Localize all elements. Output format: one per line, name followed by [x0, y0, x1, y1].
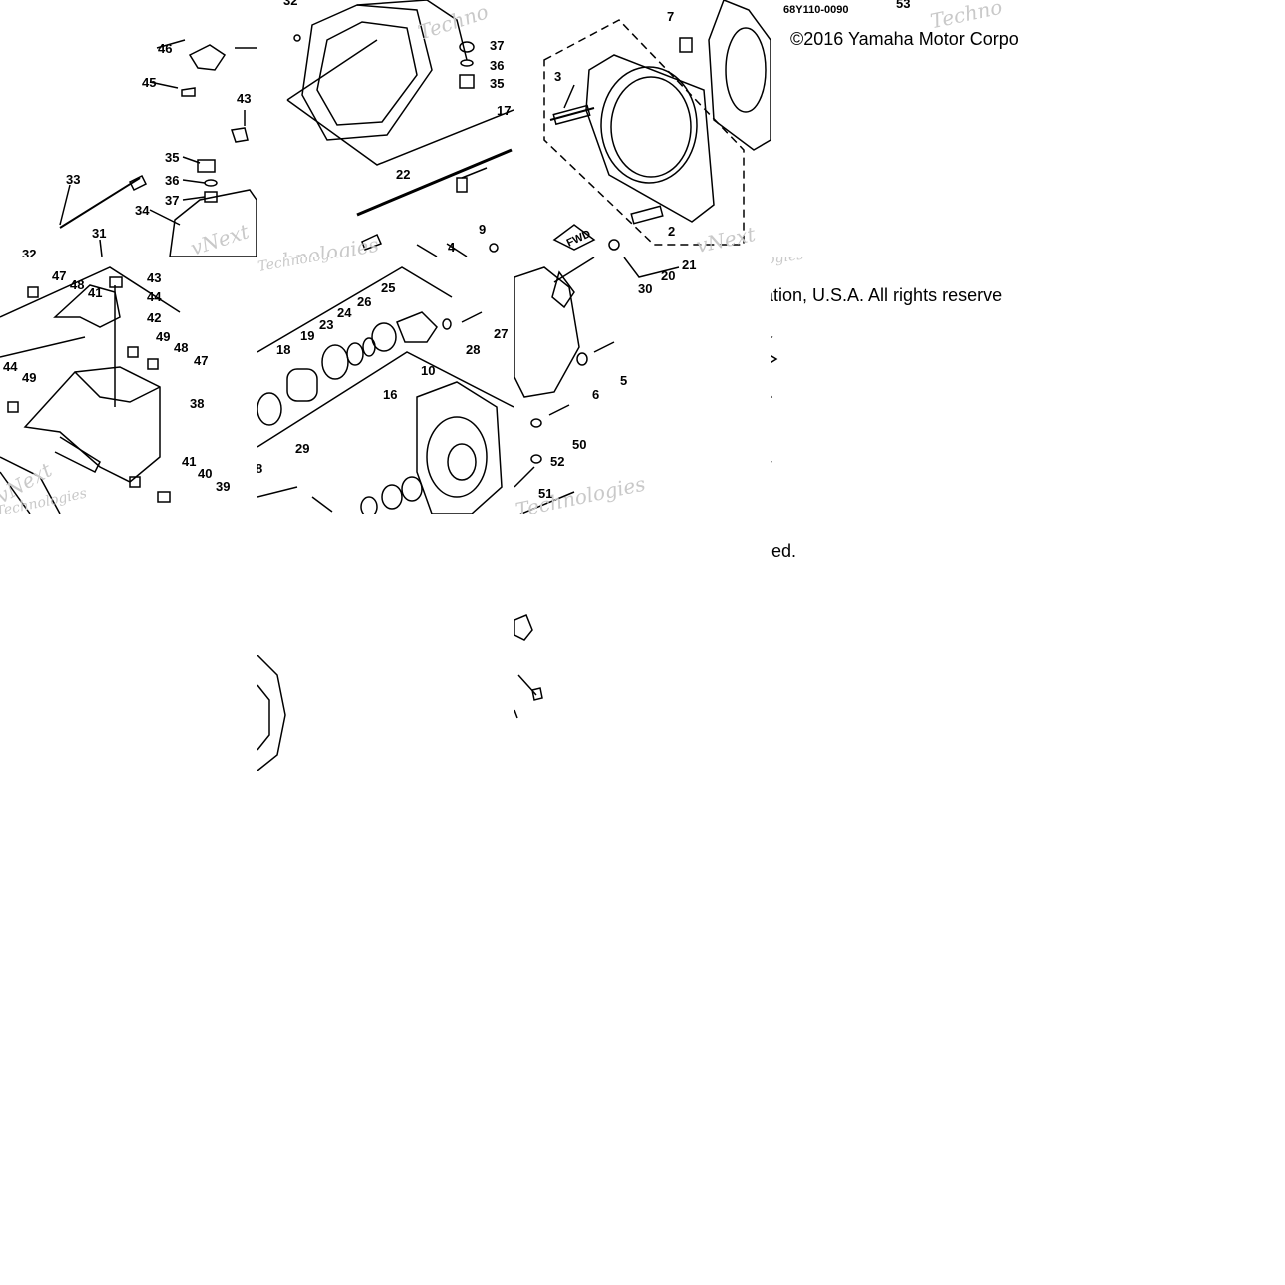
- callout: 36: [165, 173, 180, 188]
- callout: 31: [92, 226, 107, 241]
- callout: 21: [682, 257, 697, 272]
- plate-drawing: [543, 0, 771, 251]
- callout: 24: [337, 305, 352, 320]
- callout: 48: [70, 277, 85, 292]
- pump-housing-drawing: [286, 0, 514, 257]
- callout: 43: [237, 91, 252, 106]
- diagram-tile-housing: 30 20 21 5 6 50 52 51 Technologies: [514, 257, 771, 514]
- callout: 43: [147, 270, 162, 285]
- callout: 4: [448, 240, 456, 255]
- copyright-line-2: ration, U.S.A. All rights reserve: [771, 285, 1003, 305]
- callout: 30: [638, 281, 653, 296]
- callout: 2: [668, 224, 676, 239]
- impeller-drawing: [257, 266, 514, 514]
- diagram-tile-cover: 47 48 41 43 44 42 49 48 47 44 49 38 41 4…: [0, 257, 257, 514]
- callout: 10: [421, 363, 436, 378]
- callout: 35: [490, 76, 505, 91]
- callout: 50: [572, 437, 587, 452]
- callout: 51: [538, 486, 553, 501]
- callout: 49: [22, 370, 37, 385]
- diagram-tile-fragment-left: [257, 655, 287, 771]
- callout: 22: [396, 167, 411, 182]
- callout: 8: [257, 461, 263, 476]
- bracket-drawing: [59, 39, 257, 257]
- copyright-line-3: ed.: [771, 541, 797, 561]
- callout: 34: [135, 203, 150, 218]
- callout: 32: [283, 0, 298, 8]
- copyright-line-1: ©2016 Yamaha Motor Corpo: [790, 29, 1019, 49]
- fragment-bolt-drawing: [514, 614, 543, 719]
- callout: 35: [165, 150, 180, 165]
- callout: 5: [620, 373, 628, 388]
- callout: 33: [66, 172, 81, 187]
- callout: 47: [52, 268, 67, 283]
- callout: 41: [88, 285, 103, 300]
- callout: 42: [147, 310, 162, 325]
- callout: 6: [592, 387, 600, 402]
- diagram-tile-pump-housing: 32 37 36 35 17 22 4 9 Techno Technologie…: [257, 0, 514, 257]
- callout: 28: [466, 342, 481, 357]
- callout: 17: [497, 103, 512, 118]
- diagram-tile-reed-valve: 16 12 11 12 13 15 14 ration, U.S.A. All …: [771, 257, 1028, 514]
- part-code: 68Y110-0090: [783, 4, 849, 16]
- callout: 19: [300, 328, 315, 343]
- callout: 38: [190, 396, 205, 411]
- callout: 47: [194, 353, 209, 368]
- callout: 45: [142, 75, 157, 90]
- callout: 46: [158, 41, 173, 56]
- diagram-tile-bracket-top: 46 45 43 35 36 37 33 34 31 32 vNext: [0, 0, 257, 257]
- callout: 32: [22, 247, 37, 257]
- callout: 7: [667, 9, 675, 24]
- callout: 40: [198, 466, 213, 481]
- callout: 53: [896, 0, 911, 11]
- callout: 29: [295, 441, 310, 456]
- callout: 44: [3, 359, 18, 374]
- callout: 3: [554, 69, 562, 84]
- callout: 25: [381, 280, 396, 295]
- callout: 16: [383, 387, 398, 402]
- callout: 27: [494, 326, 509, 341]
- fragment-drawing: [257, 655, 286, 771]
- diagram-tile-impeller: 25 26 24 23 19 18 27 28 16 10 8 29 Techn…: [257, 257, 514, 514]
- callout: 20: [661, 268, 676, 283]
- housing-drawing: [514, 257, 680, 514]
- callout: 9: [479, 222, 487, 237]
- callout: 26: [357, 294, 372, 309]
- callout: 39: [216, 479, 231, 494]
- callout: 36: [490, 58, 505, 73]
- callout: 44: [147, 289, 162, 304]
- diagram-tile-plate: 7 53 3 2 FWD vNext: [514, 0, 771, 257]
- callout: 23: [319, 317, 334, 332]
- callout: 37: [490, 38, 505, 53]
- diagram-tile-fragment-mid: [514, 610, 544, 720]
- cover-drawing: [0, 266, 181, 514]
- callout: 41: [182, 454, 197, 469]
- callout: 48: [174, 340, 189, 355]
- reed-valve-drawing: [771, 336, 778, 398]
- callout: 18: [276, 342, 291, 357]
- callout: 52: [550, 454, 565, 469]
- callout: 37: [165, 193, 180, 208]
- callout: 49: [156, 329, 171, 344]
